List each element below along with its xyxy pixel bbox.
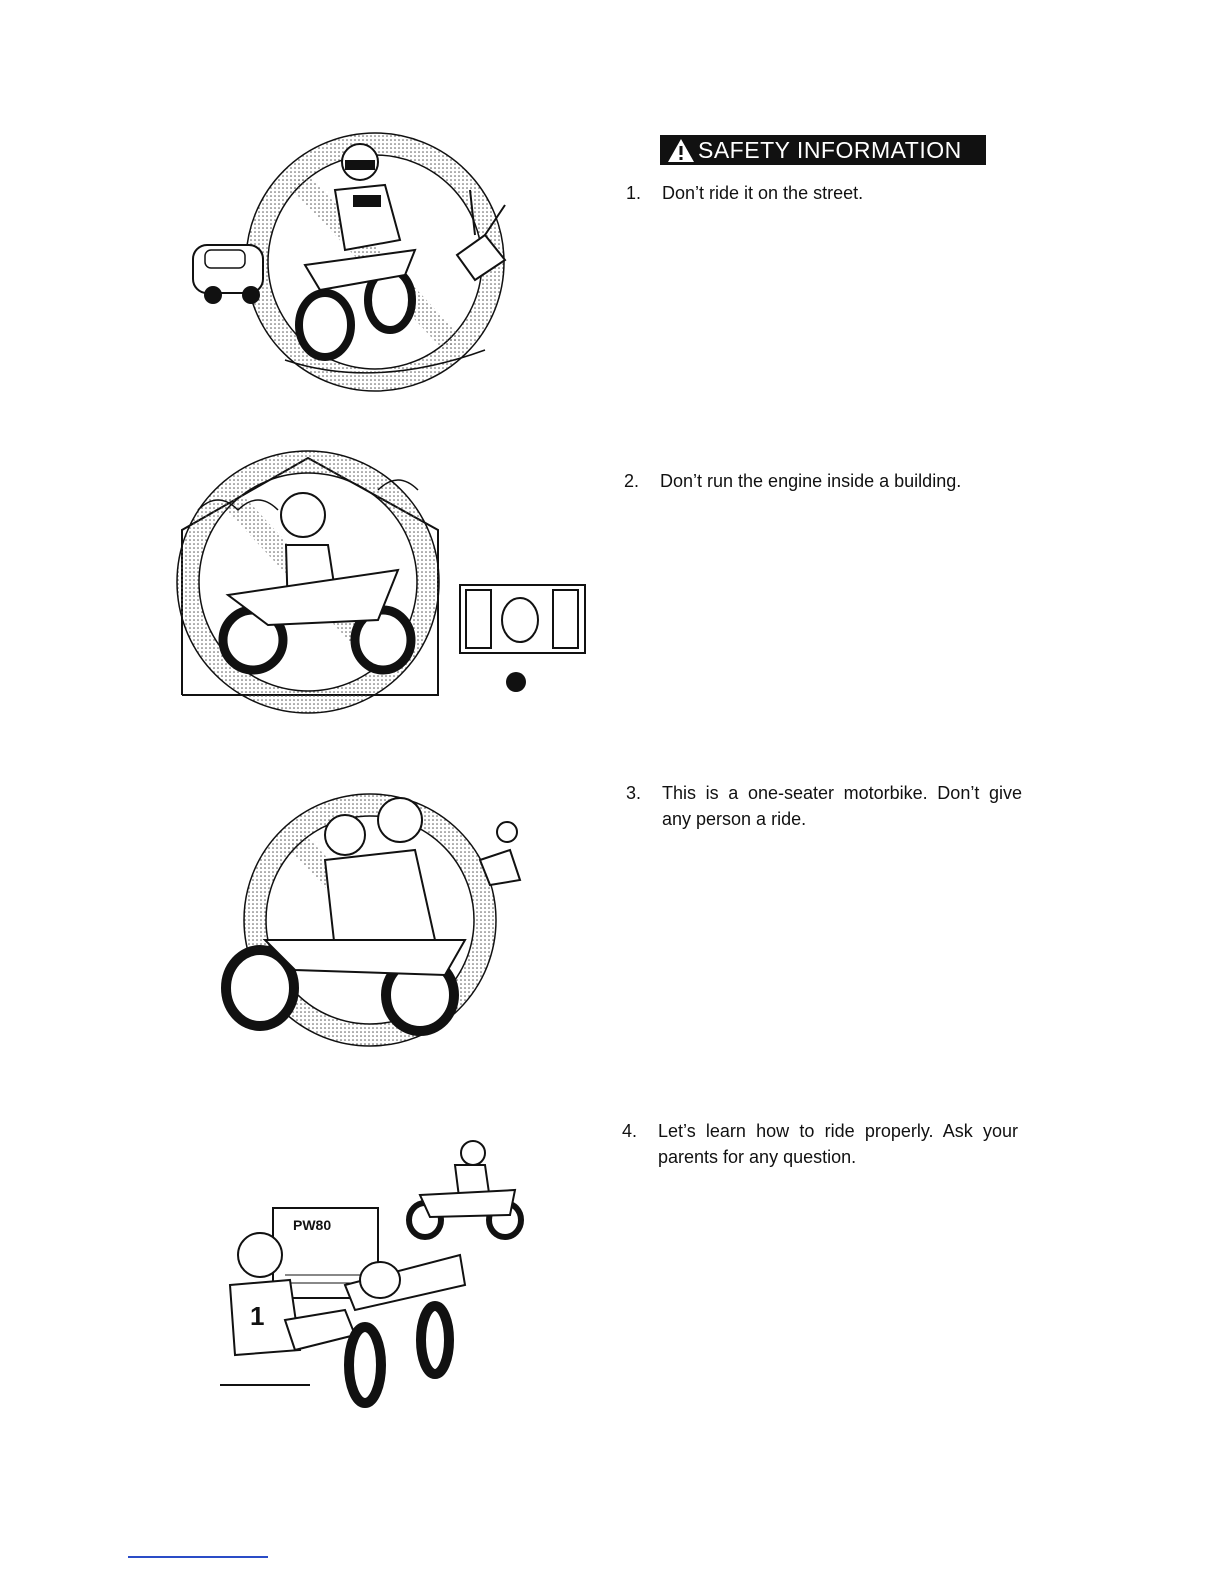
item-text: Let’s learn how to ride properly. Ask yo… [658, 1118, 1018, 1170]
item-number: 1. [626, 180, 641, 206]
warning-triangle-icon [666, 135, 696, 165]
jersey-number: 1 [250, 1301, 264, 1331]
item-text: This is a one-seater motorbike. Don’t gi… [662, 780, 1022, 832]
no-indoor-engine-illustration [168, 450, 593, 720]
item-text: Don’t run the engine inside a building. [660, 468, 1020, 494]
section-header: SAFETY INFORMATION [660, 135, 986, 165]
poster-label: PW80 [293, 1217, 331, 1233]
learning-illustration: PW80 1 [215, 1135, 545, 1410]
item-text: Don’t ride it on the street. [662, 180, 1022, 206]
one-seater-illustration [215, 790, 540, 1055]
item-number: 2. [624, 468, 639, 494]
section-title: SAFETY INFORMATION [698, 137, 962, 164]
footnote-rule [128, 1556, 268, 1558]
no-street-riding-illustration [185, 130, 525, 400]
item-number: 3. [626, 780, 641, 806]
item-number: 4. [622, 1118, 637, 1144]
